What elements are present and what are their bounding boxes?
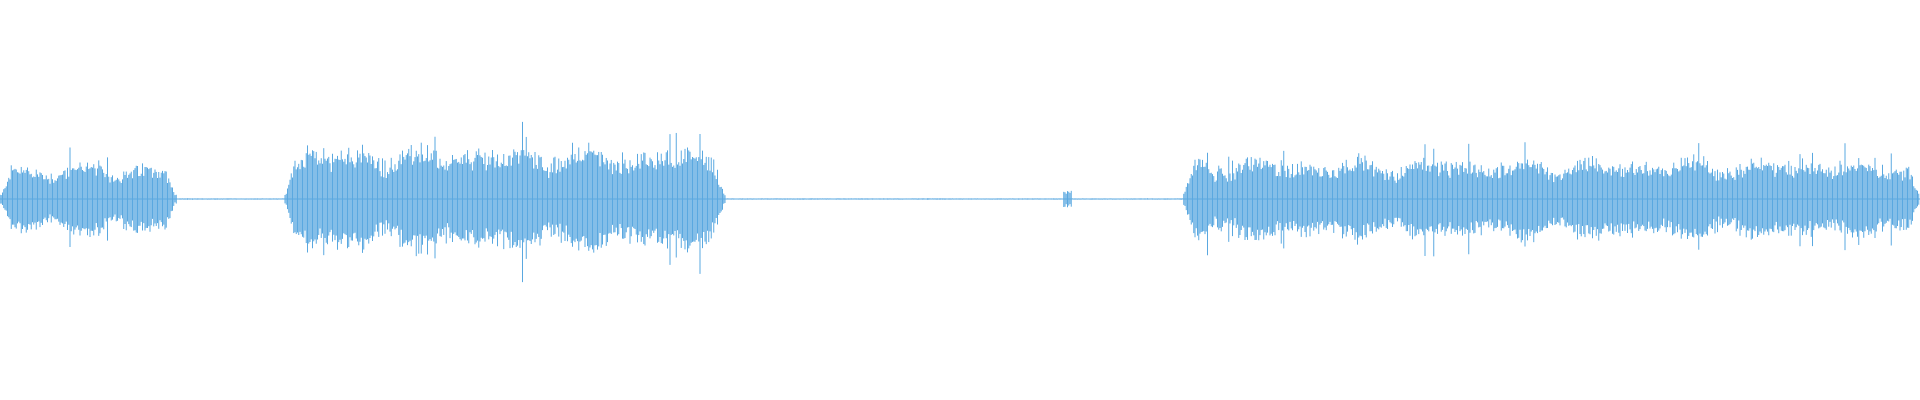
waveform-peaks (0, 121, 1920, 283)
